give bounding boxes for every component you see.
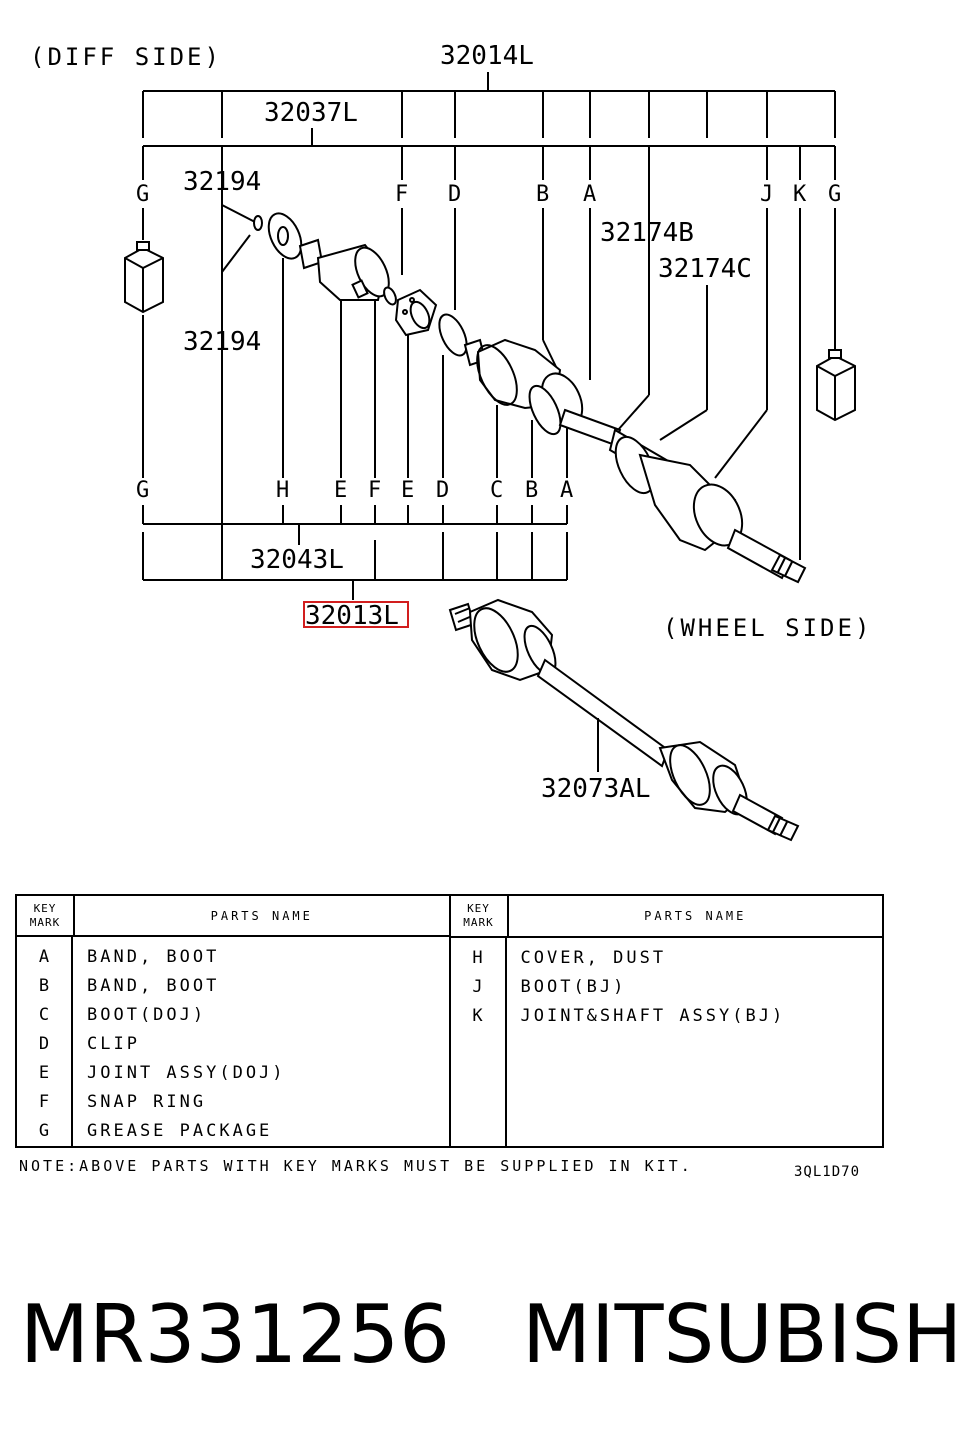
key-mark-bottom-d: D	[436, 478, 449, 503]
grease-package-right	[816, 349, 856, 422]
key-mark-bottom-f: F	[368, 478, 381, 503]
assembly-32073AL[interactable]: 32073AL	[541, 774, 651, 804]
key-mark-top-k: K	[793, 182, 807, 207]
assembly-32014L[interactable]: 32014L	[440, 41, 534, 71]
legend-key: C	[38, 1005, 50, 1025]
bracket-32013L	[142, 520, 568, 600]
legend-part-name: SNAP RING	[87, 1092, 207, 1112]
highlight-box	[303, 601, 409, 628]
legend-key: G	[38, 1121, 50, 1141]
bracket-32014L	[142, 72, 836, 138]
legend-key: J	[472, 977, 483, 997]
key-mark-top-j: J	[760, 182, 773, 207]
legend-part-name: CLIP	[87, 1034, 140, 1054]
legend-part-name: JOINT ASSY(DOJ)	[87, 1063, 286, 1083]
name-column: COVER, DUST BOOT(BJ) JOINT&SHAFT ASSY(BJ…	[507, 938, 883, 1146]
shaft-assembly-32037L	[463, 338, 807, 584]
legend-part-name: BOOT(BJ)	[520, 977, 627, 997]
bracket-32043L	[142, 505, 568, 545]
name-column: BAND, BOOT BAND, BOOT BOOT(DOJ) CLIP JOI…	[73, 937, 449, 1146]
key-mark-bottom-g: G	[136, 478, 149, 503]
legend-key: H	[472, 948, 483, 968]
key-mark-top-b: B	[536, 182, 549, 207]
legend-key: B	[38, 976, 50, 996]
part-32174C[interactable]: 32174C	[658, 254, 752, 284]
legend-part-name: BAND, BOOT	[87, 947, 220, 967]
diff-side-label: (DIFF SIDE)	[30, 43, 222, 71]
key-mark-bottom-c: C	[490, 478, 503, 503]
part-32174B[interactable]: 32174B	[600, 218, 694, 248]
assembly-32037L[interactable]: 32037L	[264, 98, 358, 128]
key-mark-bottom-e-left: E	[334, 478, 347, 503]
kit-note: NOTE:ABOVE PARTS WITH KEY MARKS MUST BE …	[19, 1157, 693, 1175]
key-mark-bottom-b: B	[525, 478, 538, 503]
assembly-32013L-highlighted[interactable]: 32013L	[305, 601, 399, 631]
legend-left-half: KEY MARK PARTS NAME A B C D E F G BAND, …	[17, 896, 451, 1146]
legend-part-name: BAND, BOOT	[87, 976, 220, 996]
key-header-line1: KEY	[467, 902, 490, 915]
legend-key: K	[472, 1006, 483, 1026]
part-number: MR331256	[20, 1288, 450, 1381]
legend-part-name: BOOT(DOJ)	[87, 1005, 207, 1025]
complete-axle-32073AL	[448, 598, 800, 842]
part-caption: MR331256 MITSUBISHI	[20, 1280, 960, 1390]
legend-header: KEY MARK PARTS NAME	[450, 896, 882, 938]
leader-lines	[142, 146, 836, 560]
legend-key: A	[38, 947, 50, 967]
key-column: A B C D E F G	[17, 937, 73, 1146]
key-mark-top-a: A	[583, 182, 596, 207]
legend-right-half: KEY MARK PARTS NAME H J K COVER, DUST BO…	[450, 896, 883, 1146]
legend-header: KEY MARK PARTS NAME	[17, 896, 449, 937]
exploded-parts	[253, 212, 468, 357]
key-column: H J K	[451, 938, 507, 1146]
key-header-line2: MARK	[463, 916, 494, 929]
brand-name: MITSUBISHI	[522, 1288, 960, 1381]
key-mark-top-d: D	[448, 182, 461, 207]
legend-body: A B C D E F G BAND, BOOT BAND, BOOT BOOT…	[17, 937, 449, 1146]
key-header-line1: KEY	[33, 901, 57, 915]
key-mark-top-g-right: G	[828, 182, 841, 207]
key-mark-bottom-e-right: E	[401, 478, 414, 503]
assembly-32043L[interactable]: 32043L	[250, 545, 344, 575]
legend-part-name: JOINT&SHAFT ASSY(BJ)	[520, 1006, 786, 1026]
bracket-32037L	[142, 128, 836, 180]
parts-name-header: PARTS NAME	[644, 909, 747, 923]
legend-key: D	[38, 1034, 50, 1054]
grease-package-left	[124, 241, 164, 314]
legend-part-name: GREASE PACKAGE	[87, 1121, 273, 1141]
key-mark-top-g-left: G	[136, 182, 149, 207]
exploded-view-diagram: (DIFF SIDE) (WHEEL SIDE) 32014L 32037L G…	[30, 41, 872, 842]
legend-key: F	[38, 1092, 50, 1112]
wheel-side-label: (WHEEL SIDE)	[663, 614, 872, 642]
key-mark-header: KEY MARK	[451, 896, 509, 936]
key-mark-header: KEY MARK	[17, 896, 75, 935]
key-mark-bottom-a: A	[560, 478, 573, 503]
legend-part-name: COVER, DUST	[520, 948, 667, 968]
key-mark-top-f: F	[395, 182, 408, 207]
legend-body: H J K COVER, DUST BOOT(BJ) JOINT&SHAFT A…	[451, 938, 883, 1146]
legend-key: E	[38, 1063, 50, 1083]
key-mark-bottom-h: H	[276, 478, 289, 503]
parts-name-header: PARTS NAME	[210, 908, 313, 923]
key-header-line2: MARK	[29, 915, 61, 929]
parts-legend-table: KEY MARK PARTS NAME A B C D E F G BAND, …	[15, 894, 884, 1148]
drawing-reference: 3QL1D70	[794, 1164, 861, 1180]
